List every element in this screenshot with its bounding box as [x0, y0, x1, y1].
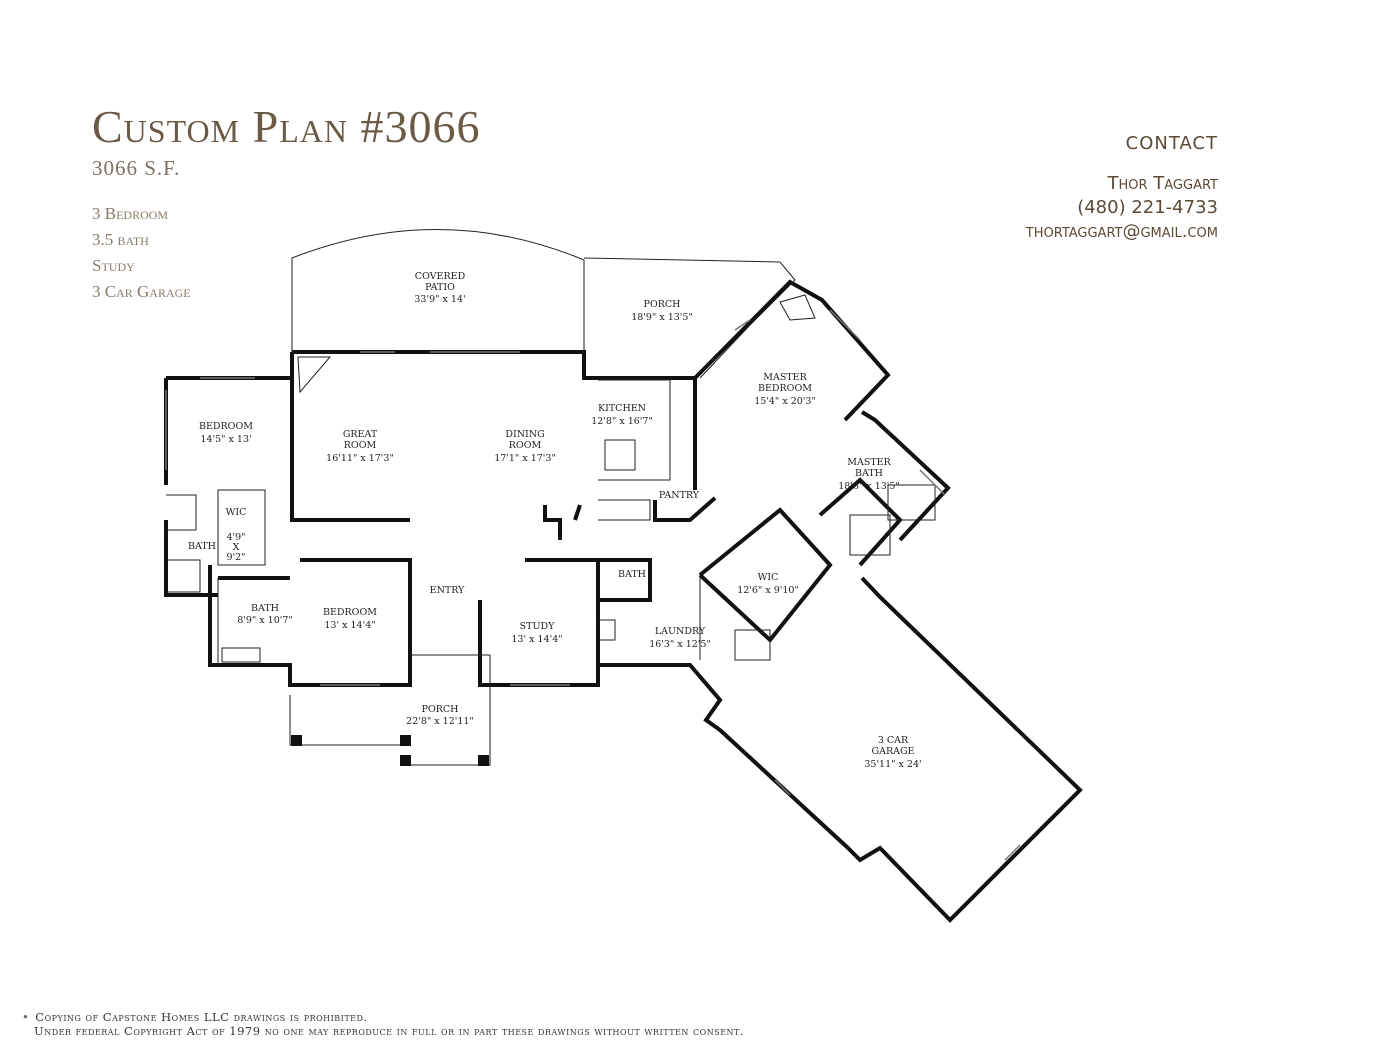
- feature-item: 3 Bedroom: [92, 204, 169, 223]
- wic-small-label: WIC: [226, 507, 247, 518]
- dining-room-dims: 17'1" x 17'3": [494, 453, 556, 464]
- main-walls: [164, 279, 1083, 923]
- covered-patio-outline: [291, 229, 585, 352]
- pantry-label: PANTRY: [659, 490, 700, 501]
- contact-phone[interactable]: (480) 221-4733: [1077, 197, 1218, 218]
- feature-item: 3 Car Garage: [92, 282, 191, 301]
- plan-title: Custom Plan #3066: [92, 101, 481, 152]
- bath-half-label: BATH: [618, 569, 646, 580]
- copyright-line-2: Under federal Copyright Act of 1979 no o…: [34, 1024, 745, 1038]
- feature-item: Study: [92, 256, 135, 275]
- contact-name: Thor Taggart: [1107, 173, 1219, 194]
- bedroom-1-dims: 14'5" x 13': [200, 434, 251, 445]
- master-bath-label: MASTER: [847, 457, 891, 468]
- contact-block: CONTACT Thor Taggart (480) 221-4733 thor…: [1026, 133, 1218, 244]
- master-bedroom-label: MASTER: [763, 372, 807, 383]
- great-room-label: GREAT: [343, 429, 378, 440]
- rear-porch-dims: 18'9" x 13'5": [631, 312, 693, 323]
- front-porch-dims: 22'8" x 12'11": [406, 716, 474, 727]
- rear-porch-label: PORCH: [644, 299, 681, 310]
- great-room-dims: 16'11" x 17'3": [326, 453, 394, 464]
- covered-patio-dims: 33'9" x 14': [414, 294, 465, 305]
- wic-small-dims: 9'2": [226, 552, 245, 563]
- laundry-label: LAUNDRY: [655, 626, 706, 637]
- master-bedroom-dims: 15'4" x 20'3": [754, 396, 816, 407]
- master-bath-label: BATH: [855, 468, 883, 479]
- bath-mid-label: BATH: [251, 603, 279, 614]
- garage-dims: 35'11" x 24': [864, 759, 921, 770]
- windows: [165, 309, 1021, 861]
- square-footage: 3066 S.F.: [92, 156, 181, 180]
- bath-left-label: BATH: [188, 541, 216, 552]
- master-bath-dims: 18'6" x 13'5": [838, 481, 900, 492]
- contact-heading: CONTACT: [1125, 133, 1218, 154]
- dining-room-label: DINING: [505, 429, 544, 440]
- contact-email[interactable]: thortaggart@gmail.com: [1025, 221, 1218, 242]
- garage-label: 3 CAR: [878, 735, 909, 746]
- wic-small-dims: X: [233, 542, 240, 553]
- bedroom-1-label: BEDROOM: [199, 421, 253, 432]
- bedroom-2-label: BEDROOM: [323, 607, 377, 618]
- bedroom-2-dims: 13' x 14'4": [324, 620, 375, 631]
- wic-master-dims: 12'6" x 9'10": [737, 585, 799, 596]
- covered-patio-label: COVERED: [415, 271, 466, 282]
- garage-label: GARAGE: [872, 746, 915, 757]
- copyright-notice: • Copying of Capstone Homes LLC drawings …: [22, 1010, 744, 1038]
- wic-small-dims: 4'9": [226, 532, 245, 543]
- wic-master-label: WIC: [758, 572, 779, 583]
- feature-item: 3.5 bath: [92, 230, 149, 249]
- copyright-line-1: Copying of Capstone Homes LLC drawings i…: [35, 1010, 368, 1024]
- kitchen-label: KITCHEN: [598, 403, 646, 414]
- great-room-label: ROOM: [344, 440, 377, 451]
- covered-patio-label: PATIO: [425, 282, 455, 293]
- entry-label: ENTRY: [430, 585, 465, 596]
- master-bedroom-label: BEDROOM: [758, 383, 812, 394]
- bullet-icon: •: [22, 1010, 30, 1024]
- bath-mid-dims: 8'9" x 10'7": [237, 615, 293, 626]
- rear-porch-outline: [583, 257, 796, 379]
- feature-list: 3 Bedroom 3.5 bath Study 3 Car Garage: [92, 203, 191, 307]
- porch-posts: [291, 735, 489, 766]
- study-dims: 13' x 14'4": [511, 634, 562, 645]
- front-porch-label: PORCH: [422, 704, 459, 715]
- interior-lines: [166, 294, 936, 766]
- dining-room-label: ROOM: [509, 440, 542, 451]
- kitchen-dims: 12'8" x 16'7": [591, 416, 653, 427]
- laundry-dims: 16'3" x 12'5": [649, 639, 711, 650]
- study-label: STUDY: [520, 621, 555, 632]
